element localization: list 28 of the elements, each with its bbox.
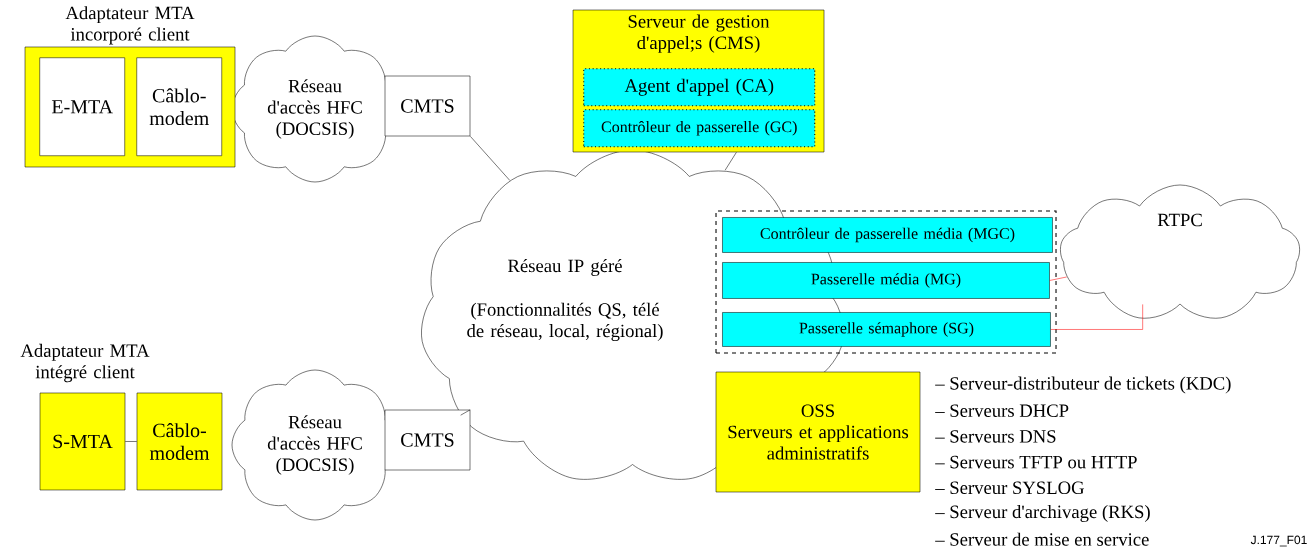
server-box: OSS Serveurs et applications administratifs: [715, 371, 921, 493]
function-box: Contrôleur de passerelle média (MGC): [722, 217, 1053, 253]
connector-line: [460, 409, 471, 416]
device-box: Câblo-modem: [136, 57, 222, 156]
list-item: – Serveur d'archivage (RKS): [935, 505, 1150, 522]
network-cloud: Réseau d'accès HFC (DOCSIS): [231, 369, 399, 521]
function-box: Contrôleur de passerelle (GC): [583, 109, 816, 148]
equipment-box: CMTS: [384, 409, 471, 471]
network-cloud: Réseau d'accès HFC (DOCSIS): [231, 35, 399, 183]
function-box: Agent d'appel (CA): [583, 68, 816, 107]
function-box: Passerelle média (MG): [722, 262, 1050, 299]
connector-line: [1049, 276, 1067, 281]
connector-line: [1050, 304, 1143, 330]
list-item: – Serveur de mise en service: [935, 532, 1149, 546]
list-item: – Serveur-distributeur de tickets (KDC): [935, 376, 1231, 394]
function-box: Passerelle sémaphore (SG): [722, 312, 1051, 347]
connector-line: [470, 136, 511, 181]
device-box: S-MTA: [39, 392, 126, 491]
figure-number: J.177_F01: [1250, 535, 1307, 547]
connector-line: [724, 152, 737, 171]
device-box: E-MTA: [39, 57, 125, 156]
group-box: [715, 210, 1057, 354]
connector-line: [125, 441, 137, 442]
device-box: Câblo-modem: [136, 392, 223, 491]
device-caption: Adaptateur MTA intégré client: [20, 343, 150, 383]
network-cloud: RTPC: [1060, 184, 1300, 319]
node-label: Adaptateur MTA incorporé client: [65, 6, 195, 45]
equipment-box: CMTS: [384, 75, 471, 137]
